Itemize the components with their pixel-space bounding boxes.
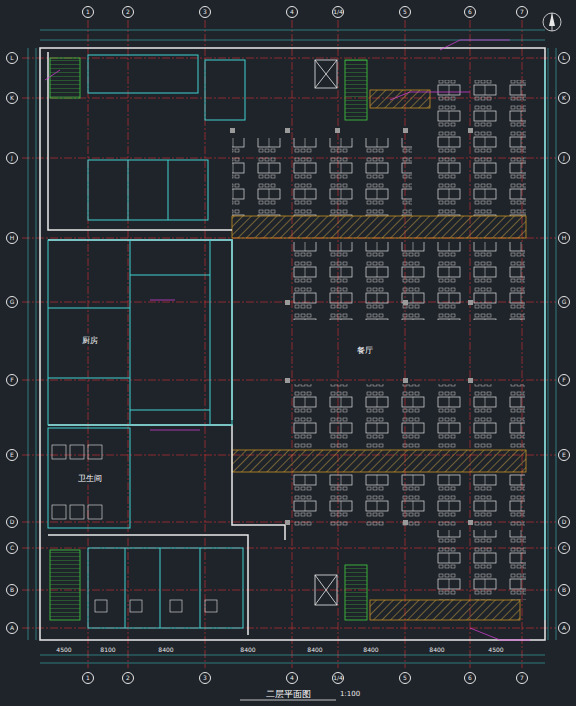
room-label: 卫生间: [75, 472, 105, 485]
axis-bubble: 2: [122, 6, 134, 18]
room-name: 卫生间: [78, 473, 102, 484]
dimension: 4500: [55, 647, 72, 653]
axis-bubble: E: [558, 449, 570, 461]
axis-bubble: L: [6, 52, 18, 64]
axis-bubble: 2: [122, 672, 134, 684]
axis-bubble: 1: [82, 6, 94, 18]
axis-bubble: K: [6, 92, 18, 104]
dimension: 8400: [362, 647, 379, 653]
dimension: 8400: [239, 647, 256, 653]
dimension: 8400: [428, 647, 445, 653]
axis-bubble: F: [558, 374, 570, 386]
axis-bubble: G: [6, 296, 18, 308]
axis-bubble: H: [6, 232, 18, 244]
axis-bubble: 7: [516, 672, 528, 684]
room-name: 厨房: [82, 335, 98, 346]
room-name: 餐厅: [357, 345, 373, 356]
dimension: 4500: [487, 647, 504, 653]
axis-bubble: J: [6, 152, 18, 164]
axis-bubble: 1/4: [332, 672, 344, 684]
drawing-title: 二层平面图: [266, 688, 311, 701]
axis-bubble: B: [558, 584, 570, 596]
axis-bubble: J: [558, 152, 570, 164]
axis-bubble: 6: [464, 6, 476, 18]
axis-bubble: D: [558, 516, 570, 528]
scale-note: 1:100: [340, 691, 360, 698]
axis-bubble: G: [558, 296, 570, 308]
axis-bubble: D: [6, 516, 18, 528]
axis-bubble: F: [6, 374, 18, 386]
room-label: 厨房: [79, 334, 101, 347]
dimension: 8400: [306, 647, 323, 653]
axis-bubble: 3: [199, 672, 211, 684]
axis-bubble: A: [6, 622, 18, 634]
axis-bubble: E: [6, 449, 18, 461]
axis-bubble: 3: [199, 6, 211, 18]
room-label: 餐厅: [354, 344, 376, 357]
axis-bubble: 4: [286, 672, 298, 684]
dimension: 8100: [99, 647, 116, 653]
axis-bubble: 7: [516, 6, 528, 18]
axis-bubble: 1/4: [332, 6, 344, 18]
axis-bubble: 6: [464, 672, 476, 684]
dimension: 8400: [157, 647, 174, 653]
axis-bubble: B: [6, 584, 18, 596]
axis-bubble: 4: [286, 6, 298, 18]
axis-bubble: L: [558, 52, 570, 64]
axis-bubble: A: [558, 622, 570, 634]
axis-bubble: C: [558, 542, 570, 554]
axis-bubble: 1: [82, 672, 94, 684]
axis-bubble: K: [558, 92, 570, 104]
axis-bubble: C: [6, 542, 18, 554]
axis-bubble: 5: [399, 6, 411, 18]
axis-bubble: 5: [399, 672, 411, 684]
axis-bubble: H: [558, 232, 570, 244]
